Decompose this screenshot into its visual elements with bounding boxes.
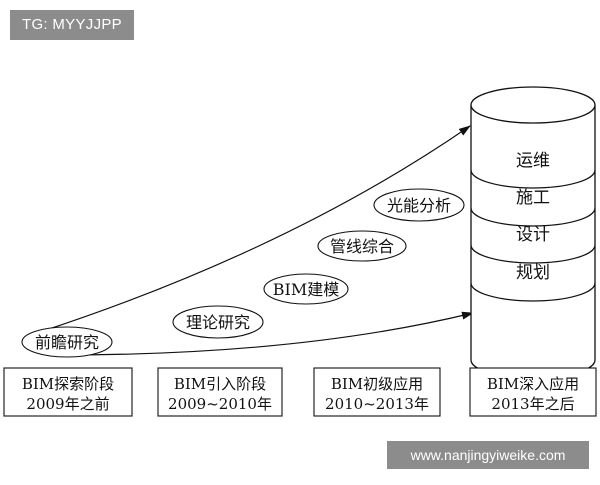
stage-box-frame bbox=[3, 367, 133, 417]
lower-growth-arrow bbox=[61, 311, 474, 356]
upper-growth-arrow bbox=[39, 125, 471, 333]
stage-box-frame bbox=[157, 367, 283, 417]
cylinder-layer-divider bbox=[470, 282, 596, 302]
topic-label: 理论研究 bbox=[186, 313, 250, 332]
topic-bubble: 光能分析 bbox=[373, 188, 465, 222]
topic-bubble: 管线综合 bbox=[317, 230, 407, 262]
stage-box-frame bbox=[469, 367, 597, 417]
watermark-tag: TG: MYYJJPP bbox=[10, 10, 134, 40]
topic-ellipse bbox=[317, 230, 407, 262]
topic-ellipse bbox=[21, 326, 113, 358]
topic-bubble: BIM建模 bbox=[263, 273, 349, 305]
topic-bubble: 前瞻研究 bbox=[21, 326, 113, 358]
stage-title: BIM探索阶段 bbox=[22, 375, 114, 393]
stage-box: BIM引入阶段 2009~2010年 bbox=[157, 367, 283, 417]
cylinder-layer-divider bbox=[470, 244, 596, 264]
topic-label: 管线综合 bbox=[330, 237, 394, 256]
topic-bubble: 理论研究 bbox=[172, 305, 264, 339]
topic-ellipse bbox=[172, 305, 264, 339]
cylinder-layer-divider bbox=[470, 169, 596, 189]
topic-ellipse bbox=[263, 273, 349, 305]
cylinder-layer-divider bbox=[470, 207, 596, 227]
stage-title: BIM引入阶段 bbox=[174, 375, 266, 393]
stage-title: BIM深入应用 bbox=[487, 375, 579, 393]
cylinder-layer-label: 运维 bbox=[516, 151, 550, 171]
cylinder: 运维 施工 设计 规划 bbox=[470, 86, 596, 379]
stage-title: BIM初级应用 bbox=[331, 375, 423, 393]
cylinder-top bbox=[470, 86, 596, 124]
topic-label: 光能分析 bbox=[387, 196, 451, 215]
stage-period: 2009~2010年 bbox=[168, 395, 272, 413]
stage-box: BIM深入应用 2013年之后 bbox=[469, 367, 597, 417]
cylinder-layer-label: 施工 bbox=[516, 188, 550, 208]
stage-box: BIM初级应用 2010~2013年 bbox=[313, 367, 441, 417]
topic-ellipse bbox=[373, 188, 465, 222]
stage-period: 2013年之后 bbox=[491, 395, 574, 413]
cylinder-layer-label: 规划 bbox=[516, 263, 550, 283]
topic-label: 前瞻研究 bbox=[35, 333, 99, 352]
topic-label: BIM建模 bbox=[273, 280, 339, 299]
cylinder-layer-label: 设计 bbox=[516, 225, 550, 245]
stage-period: 2010~2013年 bbox=[325, 395, 429, 413]
stage-period: 2009年之前 bbox=[26, 395, 109, 413]
stage-box: BIM探索阶段 2009年之前 bbox=[3, 367, 133, 417]
stage-box-frame bbox=[313, 367, 441, 417]
watermark-url: www.nanjingyiweike.com bbox=[387, 441, 589, 469]
